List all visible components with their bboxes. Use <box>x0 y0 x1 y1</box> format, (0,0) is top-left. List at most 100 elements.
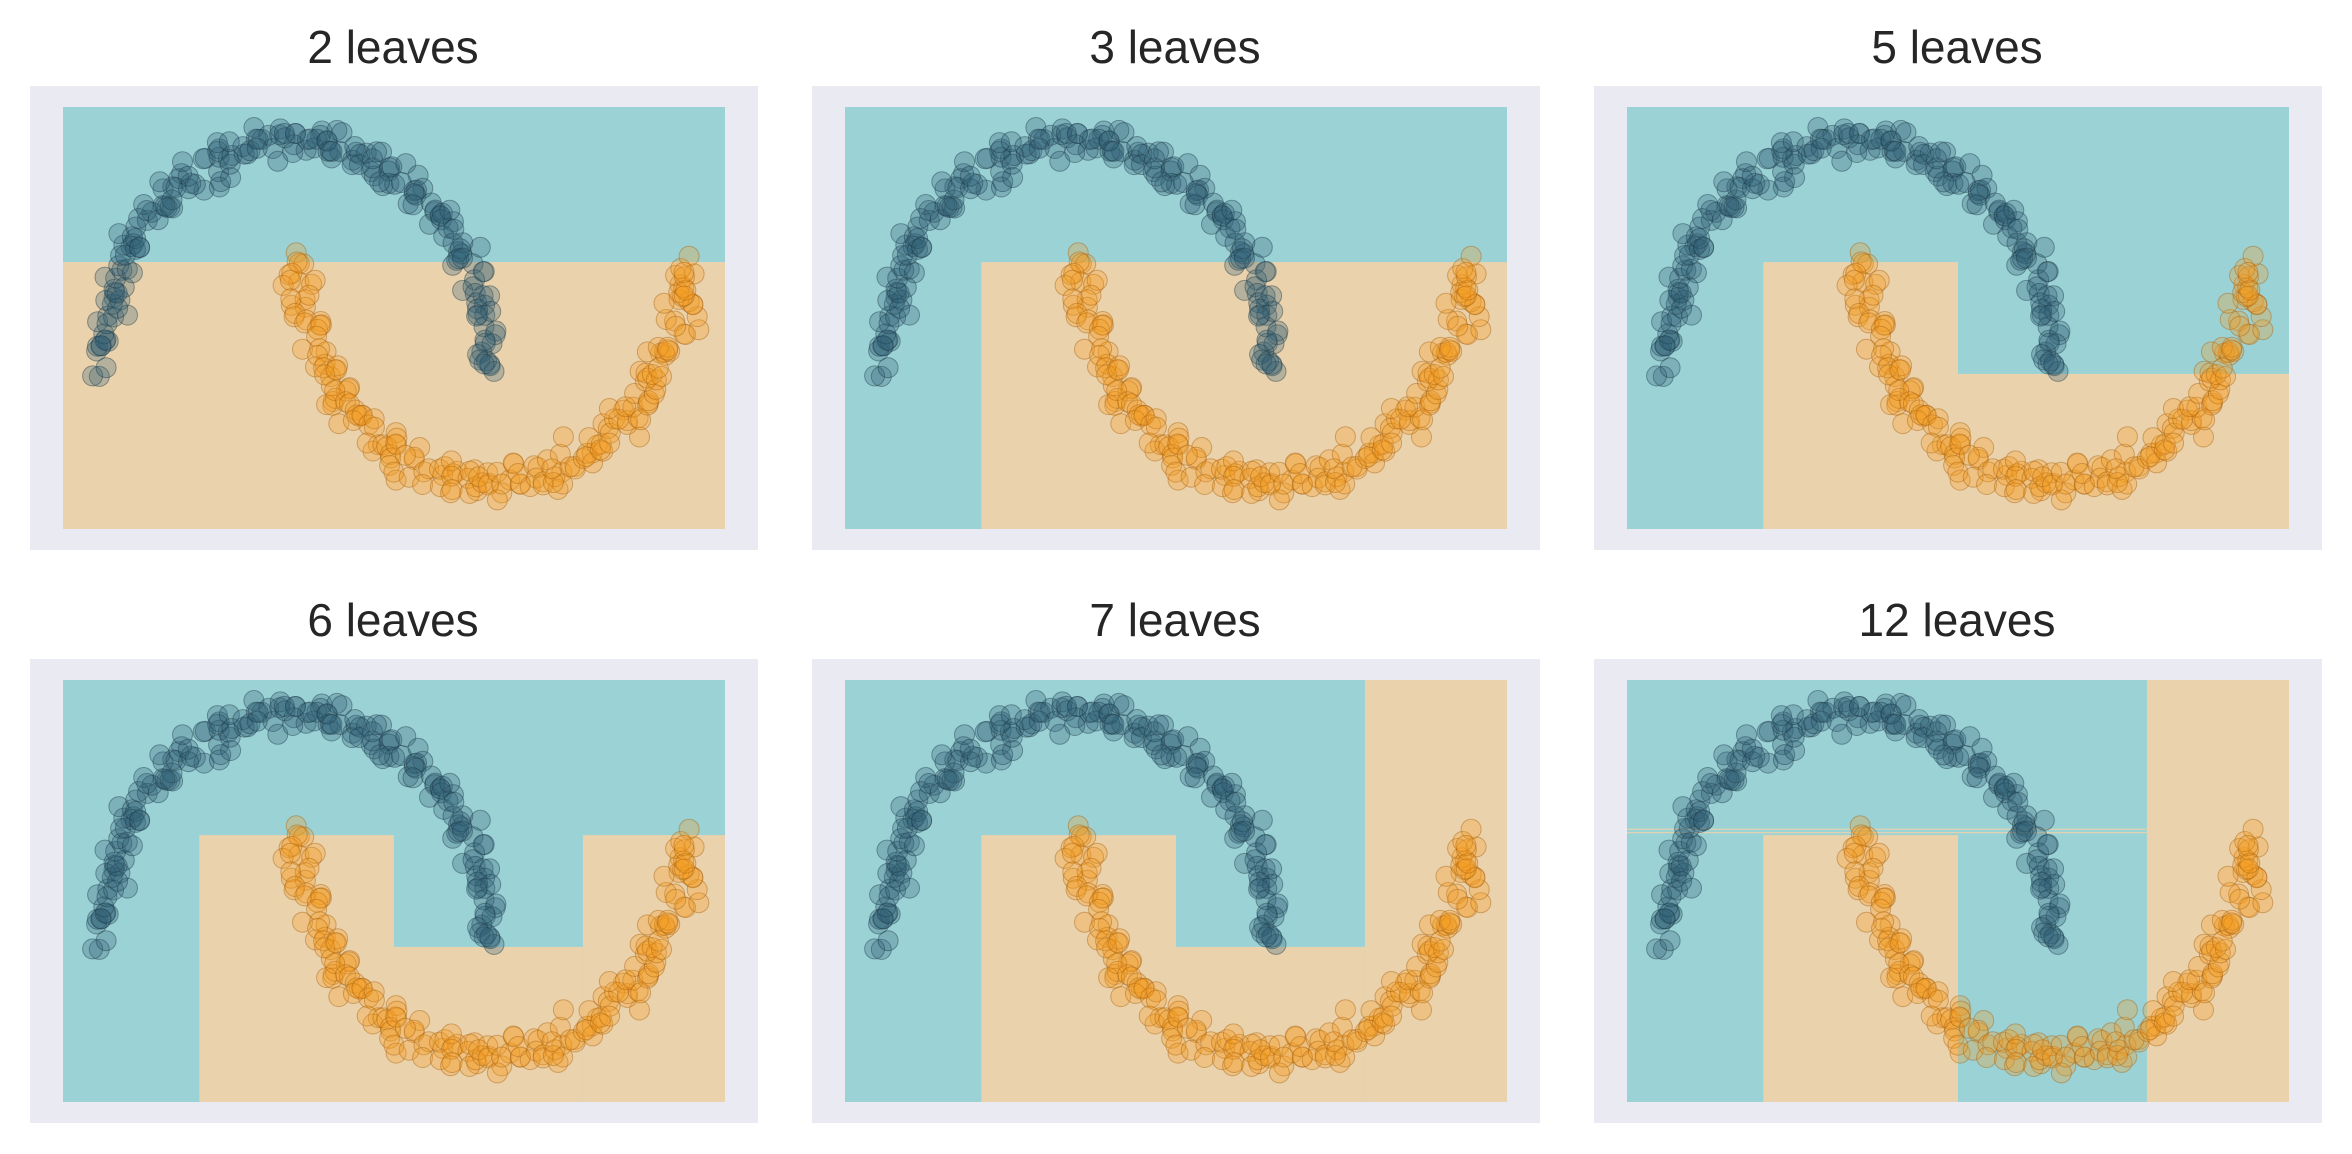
data-point-class-1 <box>2211 336 2233 358</box>
data-point-class-0 <box>1254 261 1276 283</box>
data-point-class-1 <box>288 271 310 293</box>
data-point-class-1 <box>1241 460 1263 482</box>
data-point-class-0 <box>1718 195 1740 217</box>
data-point-class-0 <box>1179 193 1201 215</box>
data-point-class-0 <box>1065 134 1087 156</box>
data-point-class-0 <box>1692 208 1714 229</box>
data-point-class-1 <box>1106 387 1128 409</box>
data-point-class-1 <box>1341 456 1363 478</box>
data-point-class-1 <box>682 293 704 315</box>
data-point-class-1 <box>2211 357 2233 379</box>
data-point-class-1 <box>306 318 328 340</box>
data-point-class-0 <box>299 128 321 150</box>
data-point-class-0 <box>2035 341 2057 363</box>
data-point-class-1 <box>1070 253 1092 274</box>
data-point-class-0 <box>141 201 163 223</box>
data-point-class-0 <box>471 341 493 363</box>
data-point-class-0 <box>2016 820 2037 842</box>
data-point-class-1 <box>1420 390 1442 412</box>
data-point-class-0 <box>2048 324 2070 346</box>
data-point-class-1 <box>673 834 695 856</box>
data-point-class-0 <box>1847 134 1869 156</box>
data-point-class-1 <box>338 378 360 400</box>
data-point-class-0 <box>947 177 969 198</box>
data-point-class-0 <box>1126 136 1148 157</box>
data-point-class-0 <box>1685 226 1707 248</box>
data-point-class-1 <box>542 472 564 493</box>
decision-region-class-1 <box>1627 832 2147 834</box>
data-point-class-1 <box>1063 262 1085 284</box>
data-point-class-0 <box>1905 154 1927 176</box>
data-point-class-1 <box>304 269 326 291</box>
data-point-class-1 <box>669 274 691 296</box>
data-point-class-1 <box>523 455 545 477</box>
data-point-class-1 <box>1998 456 2020 478</box>
data-point-class-1 <box>1077 309 1099 331</box>
data-point-class-0 <box>369 744 391 766</box>
data-point-class-1 <box>1452 258 1474 279</box>
data-point-class-0 <box>480 300 502 322</box>
data-point-class-1 <box>2186 396 2208 418</box>
data-point-class-1 <box>1435 341 1457 363</box>
data-point-class-1 <box>1858 289 1880 311</box>
data-point-class-0 <box>2003 772 2025 794</box>
data-point-class-0 <box>1263 333 1285 355</box>
data-point-class-0 <box>2033 809 2055 831</box>
data-point-class-0 <box>168 168 190 190</box>
data-point-class-0 <box>883 293 905 315</box>
data-point-class-1 <box>1273 482 1295 504</box>
data-point-class-1 <box>2021 467 2043 489</box>
plot-area <box>845 680 1507 1102</box>
data-point-class-0 <box>243 117 265 138</box>
data-point-class-0 <box>907 228 929 249</box>
data-point-class-0 <box>934 195 956 217</box>
data-point-class-0 <box>310 124 332 146</box>
data-point-class-0 <box>872 335 894 357</box>
data-point-class-1 <box>2246 294 2268 316</box>
data-point-class-1 <box>1098 394 1120 416</box>
data-point-class-1 <box>307 344 329 366</box>
data-point-class-1 <box>468 466 490 488</box>
data-point-class-1 <box>1358 442 1380 464</box>
data-point-class-1 <box>1180 466 1202 488</box>
data-point-class-1 <box>2083 476 2105 498</box>
data-point-class-0 <box>1785 145 1807 166</box>
data-point-class-1 <box>1248 480 1270 502</box>
data-point-class-1 <box>509 473 531 495</box>
data-point-class-1 <box>1318 449 1340 471</box>
data-point-class-1 <box>1228 460 1250 482</box>
data-point-class-1 <box>1379 417 1401 439</box>
data-point-class-1 <box>1962 466 1984 488</box>
data-point-class-0 <box>113 276 135 298</box>
data-point-class-1 <box>1083 273 1105 295</box>
data-point-class-0 <box>1651 311 1673 333</box>
data-point-class-1 <box>1419 367 1441 389</box>
data-point-class-0 <box>1988 201 2010 223</box>
data-point-class-1 <box>638 392 659 414</box>
data-point-class-0 <box>378 172 400 194</box>
data-point-class-1 <box>1371 439 1393 461</box>
data-point-class-1 <box>309 338 331 360</box>
data-point-class-1 <box>1108 932 1129 954</box>
data-point-class-0 <box>976 147 998 169</box>
data-point-class-1 <box>2140 442 2162 464</box>
data-point-class-1 <box>1161 443 1183 465</box>
data-point-class-0 <box>936 768 958 790</box>
data-point-class-0 <box>1742 178 1763 200</box>
data-point-class-1 <box>2063 469 2085 491</box>
data-point-class-1 <box>641 364 663 385</box>
data-point-class-0 <box>208 176 230 198</box>
data-point-class-1 <box>1239 467 1261 489</box>
data-point-class-1 <box>1097 341 1119 363</box>
data-point-class-1 <box>2246 293 2268 315</box>
data-point-class-1 <box>650 342 671 364</box>
data-point-class-0 <box>907 238 928 260</box>
data-point-class-0 <box>2016 232 2038 254</box>
data-point-class-0 <box>1673 289 1695 311</box>
data-point-class-1 <box>403 449 425 470</box>
data-point-class-0 <box>128 208 150 229</box>
data-point-class-1 <box>294 296 316 318</box>
data-point-class-1 <box>1873 338 1895 360</box>
data-point-class-1 <box>2239 324 2261 345</box>
data-point-class-0 <box>1665 293 1687 315</box>
